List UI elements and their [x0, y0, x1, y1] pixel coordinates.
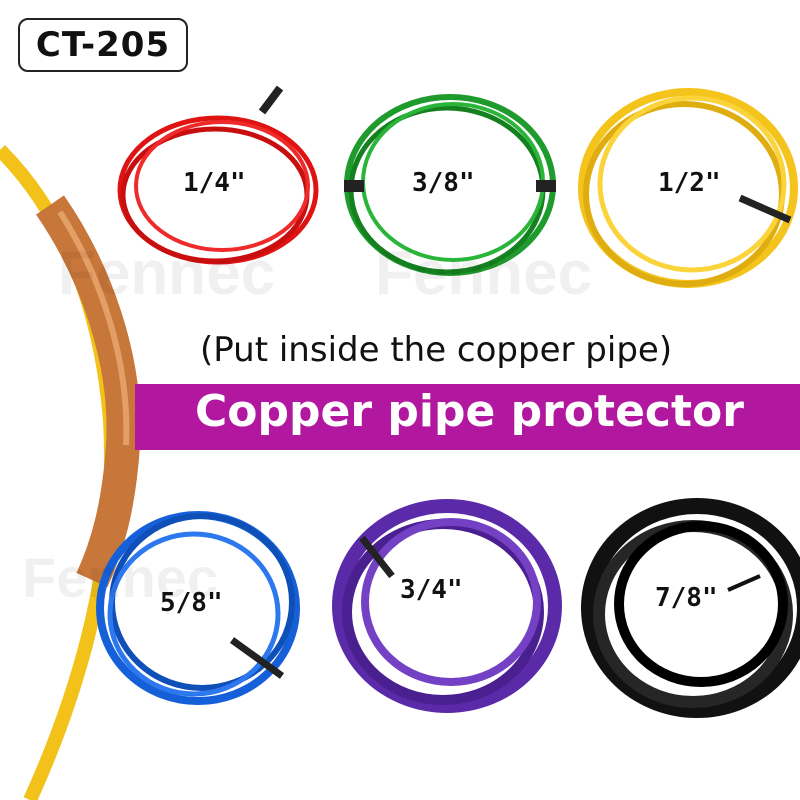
size-label-blue: 5/8"	[160, 588, 223, 618]
size-label-yellow: 1/2"	[658, 168, 721, 198]
watermark-text: Fennec	[375, 239, 593, 308]
model-badge: CT-205	[18, 18, 188, 72]
watermark-text: Fennec	[22, 546, 219, 609]
black-coil-icon	[581, 498, 800, 718]
banner-title: Copper pipe protector	[195, 386, 744, 437]
size-label-red: 1/4"	[183, 168, 246, 198]
purple-coil-icon	[332, 499, 562, 713]
size-label-black: 7/8"	[655, 583, 718, 613]
green-coil-icon	[344, 94, 556, 276]
red-coil-icon	[117, 85, 319, 265]
watermark-text: Fennec	[58, 239, 276, 308]
caption-text: (Put inside the copper pipe)	[200, 330, 673, 370]
size-label-green: 3/8"	[412, 168, 475, 198]
yellow-coil-icon	[578, 88, 798, 288]
banner-bar	[135, 384, 800, 450]
size-label-purple: 3/4"	[400, 575, 463, 605]
blue-coil-icon	[96, 511, 300, 705]
